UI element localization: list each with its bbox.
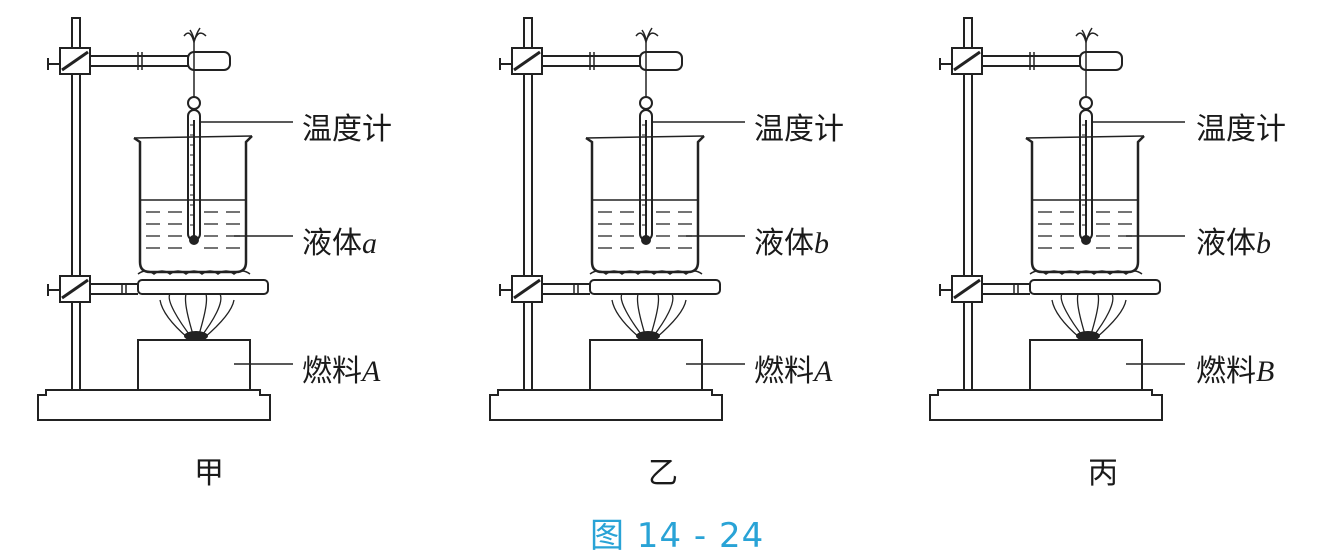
apparatus-jia xyxy=(36,16,295,422)
setup-caption: 甲 xyxy=(194,456,224,491)
thermometer-label: 温度计 xyxy=(302,112,392,147)
setup-caption: 乙 xyxy=(648,456,678,491)
liquid-var: b xyxy=(814,227,829,260)
thermometer-label: 温度计 xyxy=(1196,112,1286,147)
fuel-var: A xyxy=(362,355,381,388)
apparatus-yi xyxy=(488,16,747,422)
fuel-label: 燃料A xyxy=(302,354,381,389)
fuel-label: 燃料A xyxy=(754,354,833,389)
setup-caption: 丙 xyxy=(1088,456,1118,491)
thermometer-label: 温度计 xyxy=(754,112,844,147)
figure-title: 图 14 - 24 xyxy=(590,516,765,556)
liquid-var: a xyxy=(362,227,377,260)
fuel-label: 燃料B xyxy=(1196,354,1275,389)
apparatus-bing xyxy=(928,16,1187,422)
liquid-label: 液体a xyxy=(302,226,377,261)
liquid-label: 液体b xyxy=(754,226,829,261)
liquid-var: b xyxy=(1256,227,1271,260)
fuel-var: B xyxy=(1256,355,1275,388)
fuel-var: A xyxy=(814,355,833,388)
liquid-label: 液体b xyxy=(1196,226,1271,261)
